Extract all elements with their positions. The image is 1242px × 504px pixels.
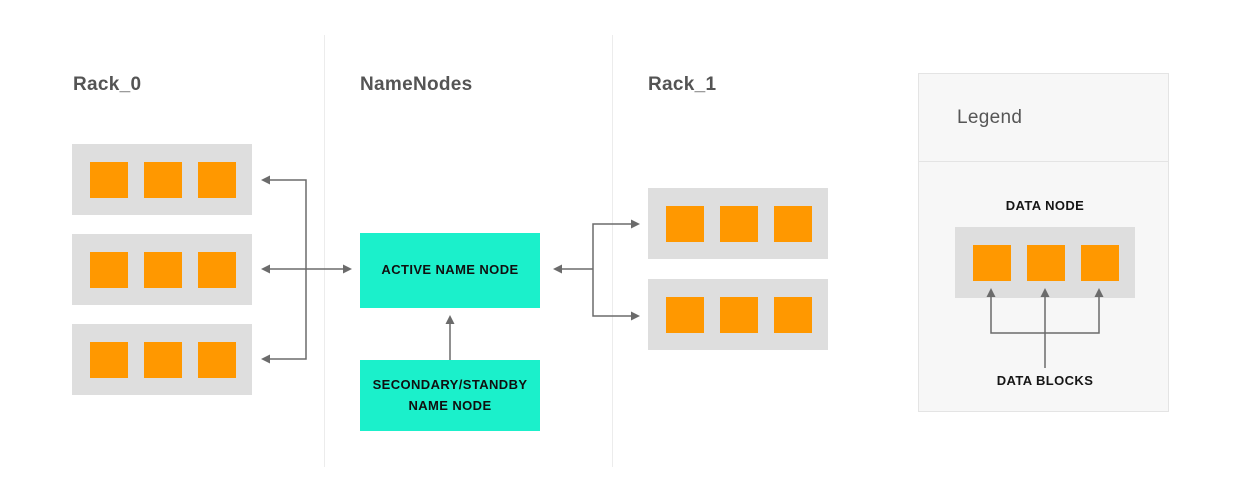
data-block (90, 251, 128, 288)
secondary-standby-name-node-box: SECONDARY/STANDBY NAME NODE (360, 360, 540, 431)
arrowhead-rack0-middle-icon (261, 264, 270, 274)
data-block (774, 296, 812, 333)
data-block (720, 205, 758, 242)
arrow-rack0-bracket (268, 179, 307, 360)
rack0-title: Rack_0 (73, 74, 142, 95)
data-block (666, 296, 704, 333)
data-block (198, 341, 236, 378)
data-block (198, 251, 236, 288)
arrowhead-rack0-top-icon (261, 175, 270, 185)
rack1-data-node-row-1 (648, 188, 828, 259)
active-name-node-box: ACTIVE NAME NODE (360, 233, 540, 308)
data-block (90, 341, 128, 378)
legend-data-node-sample (955, 227, 1135, 298)
data-block (144, 251, 182, 288)
data-block (666, 205, 704, 242)
data-block (1027, 244, 1065, 281)
legend-header: Legend (919, 74, 1168, 162)
data-block (144, 341, 182, 378)
data-block (198, 161, 236, 198)
section-divider-right (612, 35, 613, 467)
arrowhead-active-left-icon (343, 264, 352, 274)
data-block (90, 161, 128, 198)
arrowhead-rack1-top-icon (631, 219, 640, 229)
namenodes-title: NameNodes (360, 74, 473, 95)
rack0-data-node-row-2 (72, 234, 252, 305)
section-divider-left (324, 35, 325, 467)
legend-data-node-label: DATA NODE (1005, 198, 1085, 213)
arrowhead-active-right-icon (553, 264, 562, 274)
data-block (144, 161, 182, 198)
rack0-data-node-row-1 (72, 144, 252, 215)
data-block (1081, 244, 1119, 281)
arrowhead-rack0-bottom-icon (261, 354, 270, 364)
legend-data-blocks-label: DATA BLOCKS (996, 373, 1094, 388)
rack1-title: Rack_1 (648, 74, 717, 95)
arrowhead-rack1-bottom-icon (631, 311, 640, 321)
data-block (973, 244, 1011, 281)
rack1-data-node-row-2 (648, 279, 828, 350)
arrowhead-secondary-up-icon (445, 315, 455, 324)
data-block (774, 205, 812, 242)
legend-title: Legend (957, 106, 1023, 128)
data-block (720, 296, 758, 333)
rack0-data-node-row-3 (72, 324, 252, 395)
